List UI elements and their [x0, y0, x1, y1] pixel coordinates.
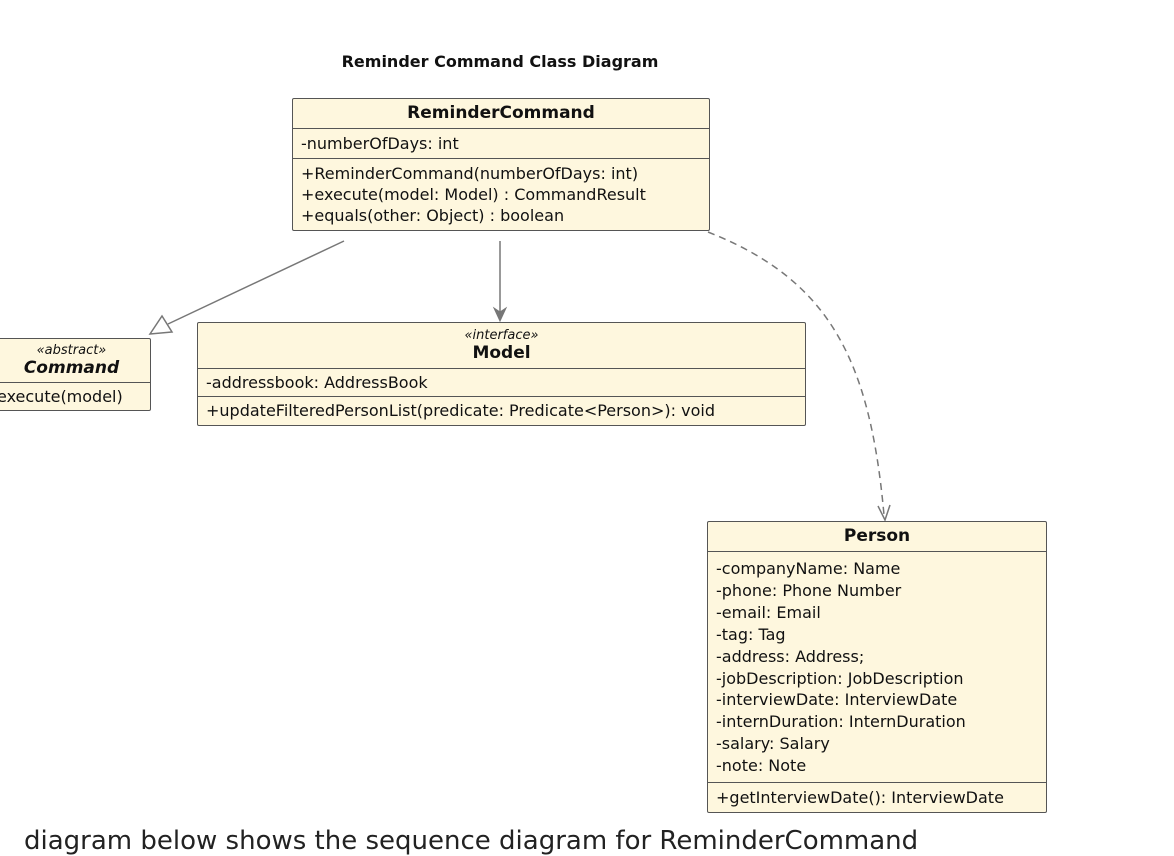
stereotype-label: «abstract»	[36, 343, 107, 358]
methods-section: +ReminderCommand(numberOfDays: int) +exe…	[293, 159, 709, 230]
attribute: -jobDescription: JobDescription	[716, 668, 964, 688]
methods-section: +getInterviewDate(): InterviewDate	[708, 783, 1046, 812]
association-arrowhead	[492, 306, 508, 323]
caption-text: diagram below shows the sequence diagram…	[24, 826, 919, 856]
class-model: «interface» Model -addressbook: AddressB…	[197, 322, 806, 426]
attribute: -interviewDate: InterviewDate	[716, 690, 958, 710]
dependency-edge	[707, 231, 885, 516]
class-reminder-command: ReminderCommand -numberOfDays: int +Remi…	[292, 98, 710, 231]
methods-section: +updateFilteredPersonList(predicate: Pre…	[198, 397, 805, 425]
attribute: -numberOfDays: int	[301, 134, 459, 153]
diagram-title: Reminder Command Class Diagram	[341, 52, 659, 71]
method: +ReminderCommand(numberOfDays: int)	[301, 164, 639, 183]
class-name: Command	[23, 358, 120, 378]
class-person: Person -companyName: Name -phone: Phone …	[707, 521, 1047, 814]
class-command: «abstract» Command execute(model)	[0, 338, 151, 411]
generalization-edge	[167, 240, 345, 325]
dependency-arrowhead	[877, 504, 891, 522]
method: execute(model)	[0, 387, 123, 406]
method: +execute(model: Model) : CommandResult	[301, 185, 646, 204]
method: +updateFilteredPersonList(predicate: Pre…	[206, 401, 715, 420]
stereotype-label: «interface»	[464, 328, 539, 343]
attributes-section: -numberOfDays: int	[293, 129, 709, 159]
attribute: -salary: Salary	[716, 734, 830, 754]
method: +getInterviewDate(): InterviewDate	[716, 788, 1004, 808]
methods-section: execute(model)	[0, 383, 150, 410]
class-name: Model	[472, 343, 531, 363]
attribute: -internDuration: InternDuration	[716, 712, 966, 732]
generalization-arrowhead	[148, 314, 174, 335]
attribute: -note: Note	[716, 756, 807, 776]
attribute: -companyName: Name	[716, 559, 901, 578]
attributes-section: -companyName: Name -phone: Phone Number …	[708, 552, 1046, 784]
attribute: -email: Email	[716, 602, 821, 622]
class-name: Person	[843, 526, 911, 546]
class-name: ReminderCommand	[407, 103, 595, 123]
attributes-section: -addressbook: AddressBook	[198, 369, 805, 397]
attribute: -tag: Tag	[716, 624, 786, 644]
attribute: -addressbook: AddressBook	[206, 373, 428, 392]
method: +equals(other: Object) : boolean	[301, 206, 565, 225]
attribute: -phone: Phone Number	[716, 580, 902, 600]
attribute: -address: Address;	[716, 646, 865, 666]
